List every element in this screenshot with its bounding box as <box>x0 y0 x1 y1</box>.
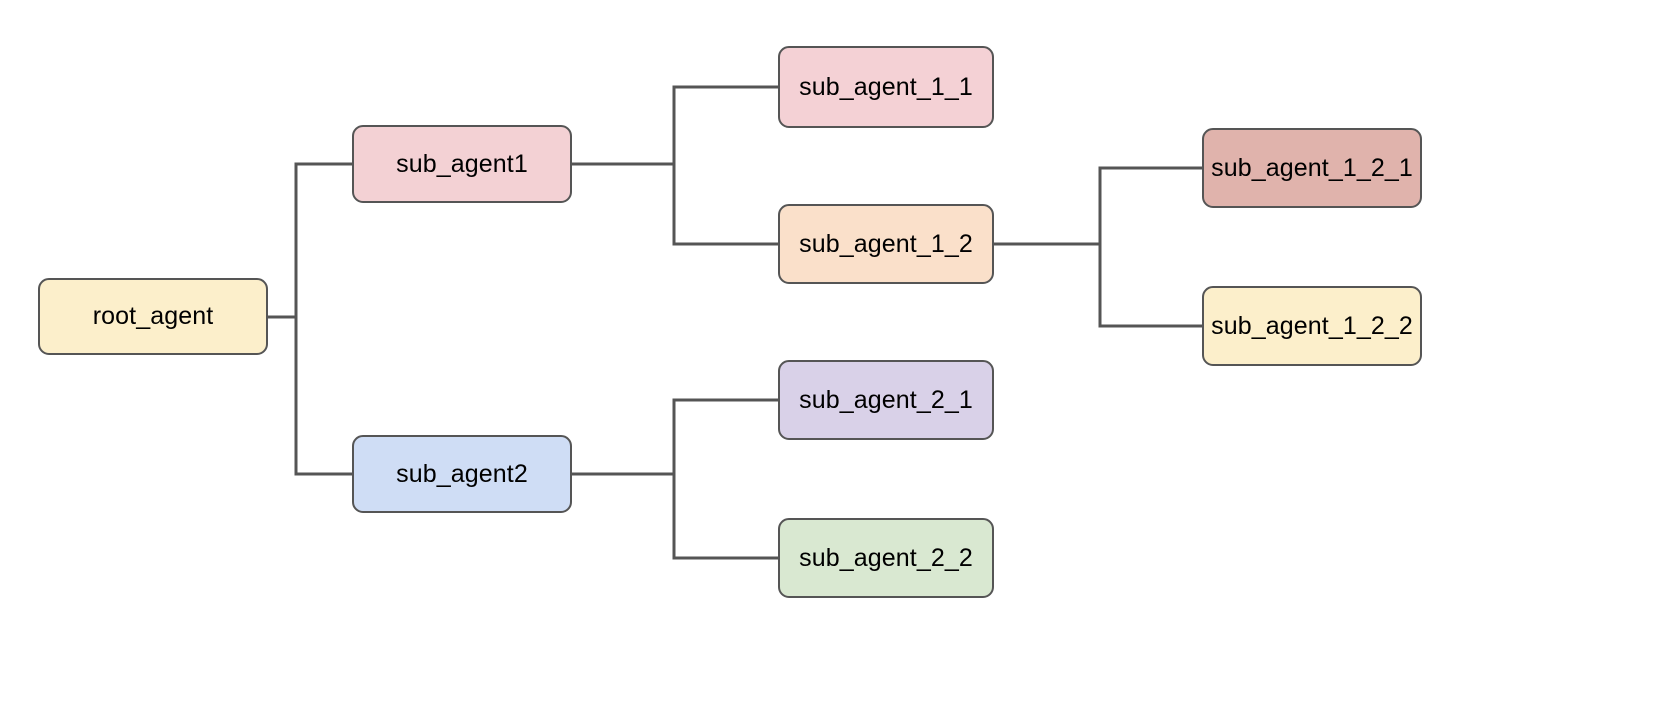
node-sub-agent1[interactable]: sub_agent1 <box>352 125 572 203</box>
node-label-sub-agent-1-2-2: sub_agent_1_2_2 <box>1211 311 1413 340</box>
node-label-sub-agent-1-2: sub_agent_1_2 <box>799 229 973 258</box>
edge-sub_agent1-to-sub_agent_1_2 <box>570 162 780 246</box>
node-sub-agent-1-2-1[interactable]: sub_agent_1_2_1 <box>1202 128 1422 208</box>
node-sub-agent2[interactable]: sub_agent2 <box>352 435 572 513</box>
node-label-sub-agent1: sub_agent1 <box>396 149 528 178</box>
edge-sub_agent_1_2-to-sub_agent_1_2_1 <box>992 166 1204 246</box>
node-label-sub-agent-1-1: sub_agent_1_1 <box>799 72 973 101</box>
node-root-agent[interactable]: root_agent <box>38 278 268 355</box>
edge-sub_agent2-to-sub_agent_2_2 <box>570 472 780 560</box>
node-label-sub-agent-2-2: sub_agent_2_2 <box>799 543 973 572</box>
edge-root_agent-to-sub_agent2 <box>266 315 354 476</box>
node-sub-agent-2-2[interactable]: sub_agent_2_2 <box>778 518 994 598</box>
edge-root_agent-to-sub_agent1 <box>266 162 354 319</box>
node-sub-agent-1-1[interactable]: sub_agent_1_1 <box>778 46 994 128</box>
edge-sub_agent2-to-sub_agent_2_1 <box>570 398 780 476</box>
node-label-sub-agent-1-2-1: sub_agent_1_2_1 <box>1211 153 1413 182</box>
edge-sub_agent1-to-sub_agent_1_1 <box>570 85 780 166</box>
node-sub-agent-1-2[interactable]: sub_agent_1_2 <box>778 204 994 284</box>
node-label-sub-agent-2-1: sub_agent_2_1 <box>799 385 973 414</box>
node-sub-agent-2-1[interactable]: sub_agent_2_1 <box>778 360 994 440</box>
edge-sub_agent_1_2-to-sub_agent_1_2_2 <box>992 242 1204 328</box>
node-label-root-agent: root_agent <box>92 302 214 330</box>
node-sub-agent-1-2-2[interactable]: sub_agent_1_2_2 <box>1202 286 1422 366</box>
node-label-sub-agent2: sub_agent2 <box>396 459 528 488</box>
